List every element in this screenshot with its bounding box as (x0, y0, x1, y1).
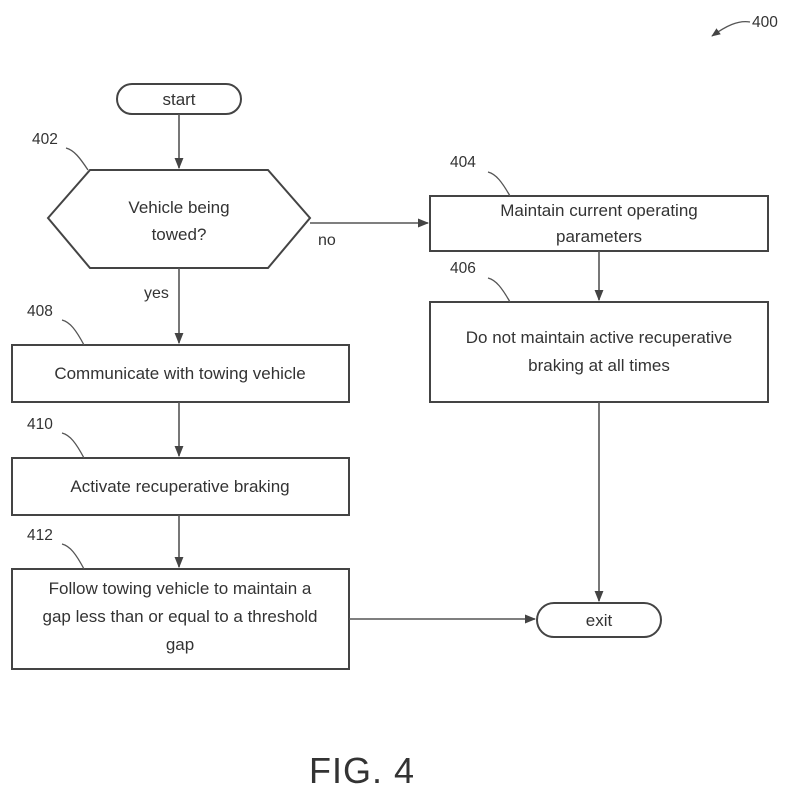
start-label: start (162, 90, 195, 109)
start-terminator: start (116, 83, 242, 115)
figure-caption: FIG. 4 (309, 750, 415, 791)
decision-402-vehicle-towed: Vehicle being towed? 402 (32, 131, 312, 269)
process-412-line-1: Follow towing vehicle to maintain a (49, 579, 312, 598)
process-406-line-2: braking at all times (528, 356, 670, 375)
ref-408-leader (61, 319, 85, 346)
ref-404: 404 (450, 154, 476, 171)
decision-402-line-1: Vehicle being (128, 198, 229, 217)
process-412-line-2: gap less than or equal to a threshold (42, 607, 317, 626)
process-408-line-1: Communicate with towing vehicle (54, 364, 305, 383)
ref-404-leader (487, 171, 511, 197)
ref-406-leader (487, 277, 511, 303)
figure-ref-label: 400 (752, 14, 778, 31)
process-410-activate-braking: Activate recuperative braking 410 (11, 416, 350, 516)
process-406-line-1: Do not maintain active recuperative (466, 328, 732, 347)
process-404-line-1: Maintain current operating (500, 201, 698, 220)
process-406-no-active-recuperative: Do not maintain active recuperative brak… (429, 260, 769, 403)
edge-label-no: no (318, 232, 336, 249)
ref-410-leader (61, 432, 85, 459)
ref-402: 402 (32, 131, 58, 148)
figure-ref-arrow (711, 20, 751, 37)
ref-408: 408 (27, 303, 53, 320)
exit-label: exit (586, 611, 613, 630)
ref-412: 412 (27, 527, 53, 544)
process-412-follow-towing-vehicle: Follow towing vehicle to maintain a gap … (11, 527, 350, 670)
ref-402-leader (65, 147, 89, 171)
process-412-line-3: gap (166, 635, 194, 654)
ref-410: 410 (27, 416, 53, 433)
edge-label-yes: yes (144, 285, 169, 302)
exit-terminator: exit (536, 602, 662, 638)
process-404-maintain-parameters: Maintain current operating parameters 40… (429, 154, 769, 252)
process-410-line-1: Activate recuperative braking (70, 477, 289, 496)
process-404-line-2: parameters (556, 227, 642, 246)
ref-412-leader (61, 543, 85, 570)
decision-402-line-2: towed? (152, 225, 207, 244)
process-408-communicate: Communicate with towing vehicle 408 (11, 303, 350, 403)
ref-406: 406 (450, 260, 476, 277)
figure-ref-400: 400 (711, 14, 778, 37)
